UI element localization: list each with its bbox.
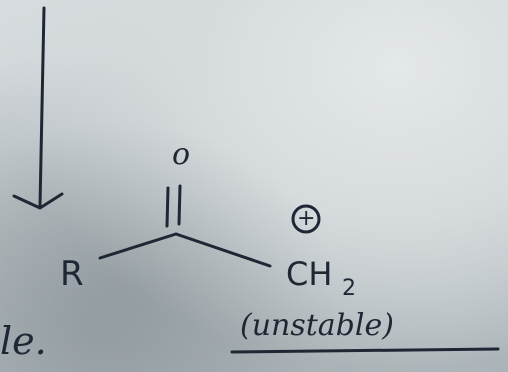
paper-shadow: [0, 120, 340, 372]
r-group-label: R: [60, 254, 84, 294]
bond-r-c: [98, 232, 178, 260]
carbon-group-label: CH: [286, 255, 333, 293]
subscript-two: 2: [342, 276, 356, 301]
arrow-shaft: [38, 6, 46, 208]
left-fragment-text: le.: [0, 319, 47, 363]
charge-circle: [291, 204, 321, 234]
unstable-note: (unstable): [240, 308, 394, 343]
underline: [230, 347, 500, 354]
bond-c-ch2: [174, 232, 272, 268]
positive-charge: +: [297, 206, 316, 231]
oxygen-label: o: [172, 137, 191, 172]
double-bond-right: [177, 184, 182, 226]
arrow-head: [12, 192, 64, 210]
double-bond-left: [165, 186, 170, 228]
